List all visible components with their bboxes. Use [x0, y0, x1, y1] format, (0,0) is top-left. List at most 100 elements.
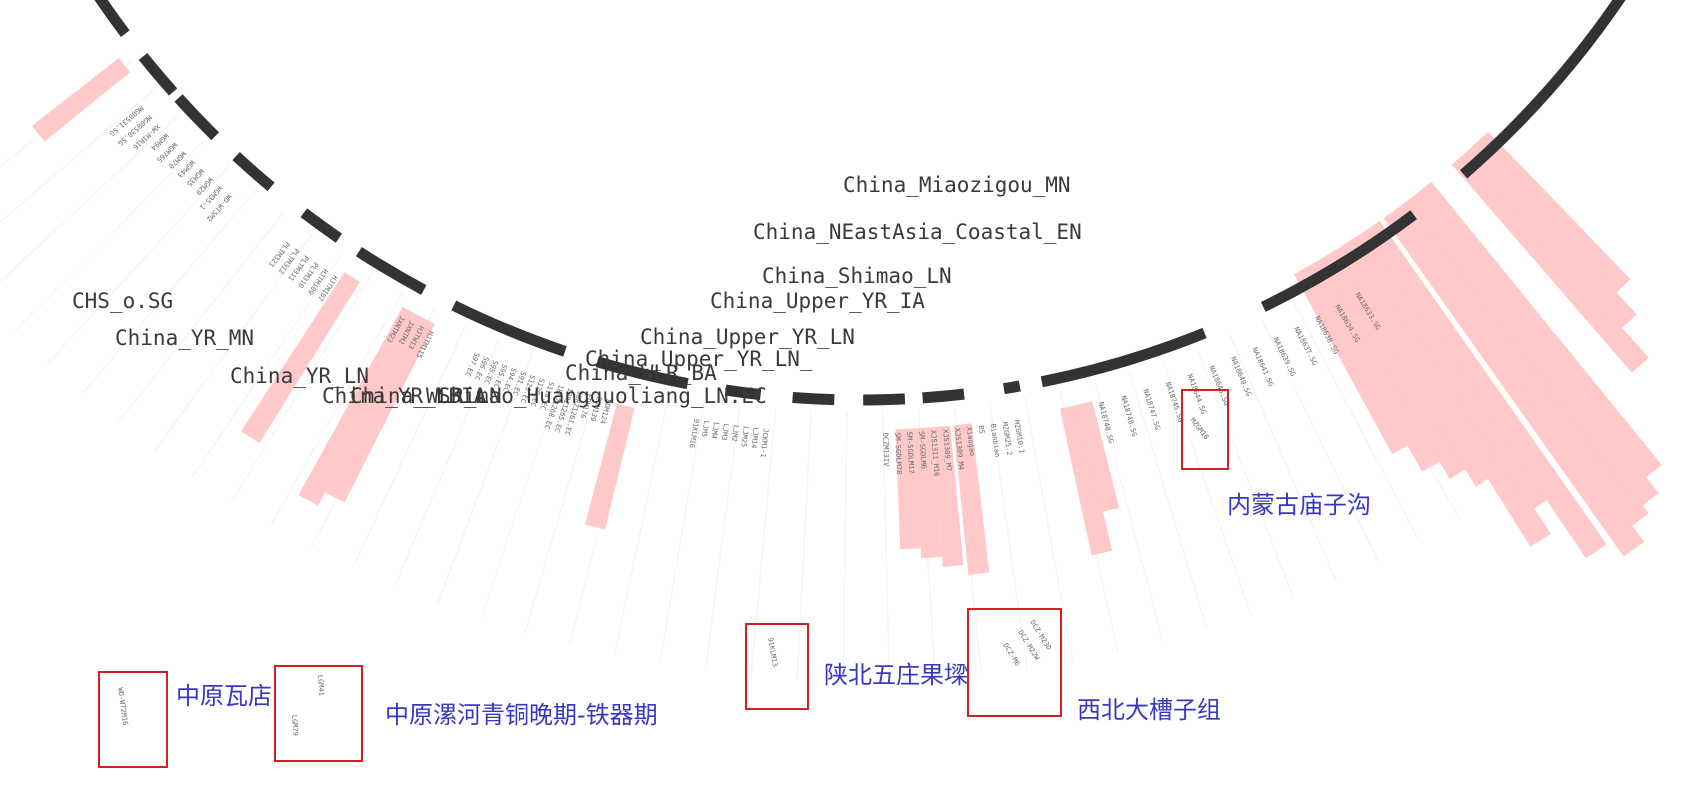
tip-label: XJS1309_M7	[941, 429, 953, 472]
box-tip-label: 91KLM13	[766, 637, 779, 667]
clade-arc-segment	[863, 393, 906, 406]
clade-arc-segment	[451, 300, 567, 357]
clade-arc-segment	[1040, 327, 1207, 388]
clade-arc-segment	[355, 246, 427, 295]
sample-bar	[1406, 190, 1659, 509]
tip-label: NA18748.SG	[1119, 395, 1138, 438]
tip-label: LJM2	[730, 424, 740, 442]
clade-label-wlr-ba: China_WLR_BA	[565, 361, 717, 385]
sample-bar	[32, 58, 130, 142]
tip-label: MZGM25.2	[1001, 421, 1014, 456]
sample-bar	[932, 425, 964, 567]
sample-bar	[895, 428, 921, 550]
clade-arc-segment	[724, 384, 762, 401]
tip-label: LJM4	[710, 421, 720, 439]
leaf-line	[1162, 361, 1252, 615]
sample-bar	[1365, 220, 1607, 559]
clade-arc-segment	[232, 152, 275, 192]
leaf-line	[47, 165, 230, 364]
sample-bar	[1417, 181, 1662, 481]
sample-bar	[585, 403, 635, 530]
tip-label: Xiaogao	[965, 426, 976, 456]
leaf-line	[0, 88, 155, 223]
sample-bar	[1320, 250, 1469, 479]
leaf-line	[842, 411, 848, 680]
clade-arc-segment	[922, 388, 965, 404]
tip-label: NA18747.SG	[1141, 388, 1161, 431]
tip-label: LJM5	[700, 420, 711, 438]
tip-label: BS	[977, 425, 986, 434]
clade-arc-segment	[174, 94, 220, 141]
leaf-line	[191, 254, 342, 478]
sample-bar	[1475, 131, 1631, 294]
sample-bar	[1059, 404, 1113, 556]
clade-arcs	[94, 0, 1626, 406]
annotation-luohe: 中原漯河青铜晚期-铁器期	[385, 701, 658, 729]
clade-label-wlr-ln: China_WLR_LN	[350, 384, 502, 408]
clade-arc-segment	[94, 0, 130, 38]
sample-bar	[1395, 199, 1649, 529]
leaf-line	[1128, 372, 1208, 629]
sample-bars	[32, 58, 1662, 575]
sample-bar	[1463, 142, 1637, 330]
clade-label-chs: CHS_o.SG	[72, 289, 173, 313]
clade-label-upper-yr-ln: China_Upper_YR_LN	[640, 325, 855, 349]
clade-label-shimao-ln: China_Shimao_LN	[762, 264, 952, 288]
leaf-line	[352, 324, 467, 568]
sample-bar	[1074, 401, 1120, 513]
highlight-box-dacaozi	[967, 608, 1062, 717]
clade-label-shimao-huangguoliang: Shimao_Huangguoliang_LN.EC	[438, 384, 767, 408]
leaf-line	[704, 404, 741, 671]
annotation-dacaozi: 西北大槽子组	[1077, 696, 1221, 724]
leaf-line	[614, 392, 670, 655]
leaf-line	[81, 189, 257, 395]
tip-label: 91KLM16	[687, 418, 700, 448]
box-tip-label: DCZ-M6	[1001, 642, 1021, 668]
highlight-box-wadian	[98, 671, 168, 768]
tip-label: LJM25	[739, 426, 750, 448]
annotation-miaozigou: 内蒙古庙子沟	[1227, 491, 1371, 519]
tip-label: Bianbian	[989, 423, 1002, 457]
leaf-line	[659, 398, 706, 664]
tip-label: NA18641.SG	[1250, 346, 1275, 388]
sample-bar	[298, 306, 419, 506]
sample-bar	[913, 427, 942, 559]
tip-label: MZGM10.1	[1012, 419, 1025, 454]
leaf-line	[0, 115, 179, 283]
clade-arc-segment	[792, 392, 835, 406]
leaf-line	[524, 374, 601, 633]
annotation-wadian: 中原瓦店	[176, 682, 272, 710]
tip-label: NA18639.SG	[1271, 336, 1296, 377]
leaf-line	[989, 402, 1028, 669]
leaf-line	[117, 212, 284, 424]
clade-label-yr-ln: China_YR_LN	[230, 364, 369, 388]
leaf-line	[270, 291, 403, 526]
tip-label: LJM14	[749, 427, 759, 449]
clade-arc-segment	[1459, 0, 1626, 179]
leaf-line	[1094, 381, 1163, 642]
sample-bar	[1332, 242, 1495, 487]
highlight-box-luohe	[274, 665, 363, 762]
tip-label: NA18637.SG	[1292, 326, 1318, 367]
tip-label: NA18644.SG	[1186, 373, 1208, 415]
clade-arc-segment	[300, 208, 343, 243]
leaf-line	[1024, 397, 1073, 662]
box-tip-label: MZGM16	[1188, 416, 1210, 441]
clade-arc-segment	[1003, 380, 1021, 395]
clade-label-yr-lbia: China_YR_LBIA	[322, 384, 487, 408]
tip-label: XJS1311_M16	[929, 430, 940, 477]
highlight-box-miaozigou	[1181, 389, 1229, 470]
highlight-box-wuzhuangguoliang	[745, 623, 809, 710]
leaf-line	[1262, 320, 1379, 563]
sample-bar	[1353, 229, 1551, 511]
box-tip-label: WD-WT2M16	[116, 687, 129, 726]
sample-bar	[953, 423, 990, 575]
sample-bar	[325, 315, 435, 503]
clade-label-neastasia-coastal: China_NEastAsia_Coastal_EN	[753, 220, 1082, 244]
tip-label: JCKM1-1	[759, 428, 770, 458]
tip-label: NA18640.SG	[1229, 356, 1253, 398]
clade-label-yr-mn: China_YR_MN	[115, 326, 254, 350]
leaf-line	[480, 364, 567, 619]
leaf-line	[1229, 335, 1338, 582]
